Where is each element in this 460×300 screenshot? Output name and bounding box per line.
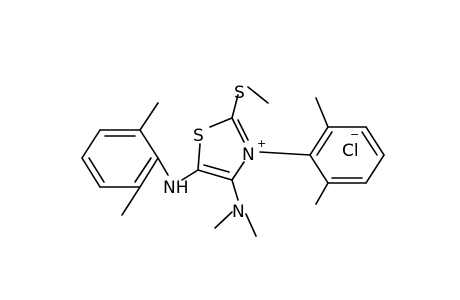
atom-s-ring: S	[193, 126, 204, 146]
bond	[245, 213, 257, 237]
bond	[134, 157, 152, 183]
bond	[365, 126, 385, 156]
bond	[157, 157, 169, 176]
bond	[209, 117, 233, 128]
atom-s-methylthio: S	[234, 83, 245, 103]
bond	[315, 182, 329, 205]
bond	[365, 154, 385, 184]
bond	[197, 143, 201, 171]
atom-n-ring: N	[242, 145, 255, 165]
bond	[139, 157, 159, 188]
bond	[231, 94, 239, 119]
bond	[237, 119, 249, 141]
bond	[214, 211, 233, 229]
bond	[361, 131, 378, 156]
charge-n-plus: +	[257, 137, 266, 150]
charge-cl-minus: −	[350, 128, 359, 141]
bond	[81, 129, 101, 159]
bond	[231, 161, 245, 181]
bond	[316, 131, 333, 156]
atom-labels: S S N + N NH Cl −	[163, 83, 359, 222]
atom-n-dimethylamino: N	[232, 202, 245, 222]
bond	[259, 151, 311, 156]
bond	[315, 97, 329, 128]
bond	[309, 154, 329, 184]
bond	[247, 86, 269, 104]
bond	[88, 157, 105, 183]
bond	[197, 169, 233, 181]
atom-nh: NH	[163, 178, 189, 198]
bond	[81, 157, 101, 188]
bond	[139, 129, 159, 159]
chloride-ion: Cl	[342, 141, 359, 161]
bond	[139, 102, 159, 131]
bond	[203, 164, 230, 173]
bond	[309, 126, 329, 156]
bond	[231, 179, 239, 201]
bond	[121, 186, 141, 216]
bond	[231, 117, 245, 143]
bond	[181, 169, 199, 181]
bonds	[81, 86, 385, 237]
